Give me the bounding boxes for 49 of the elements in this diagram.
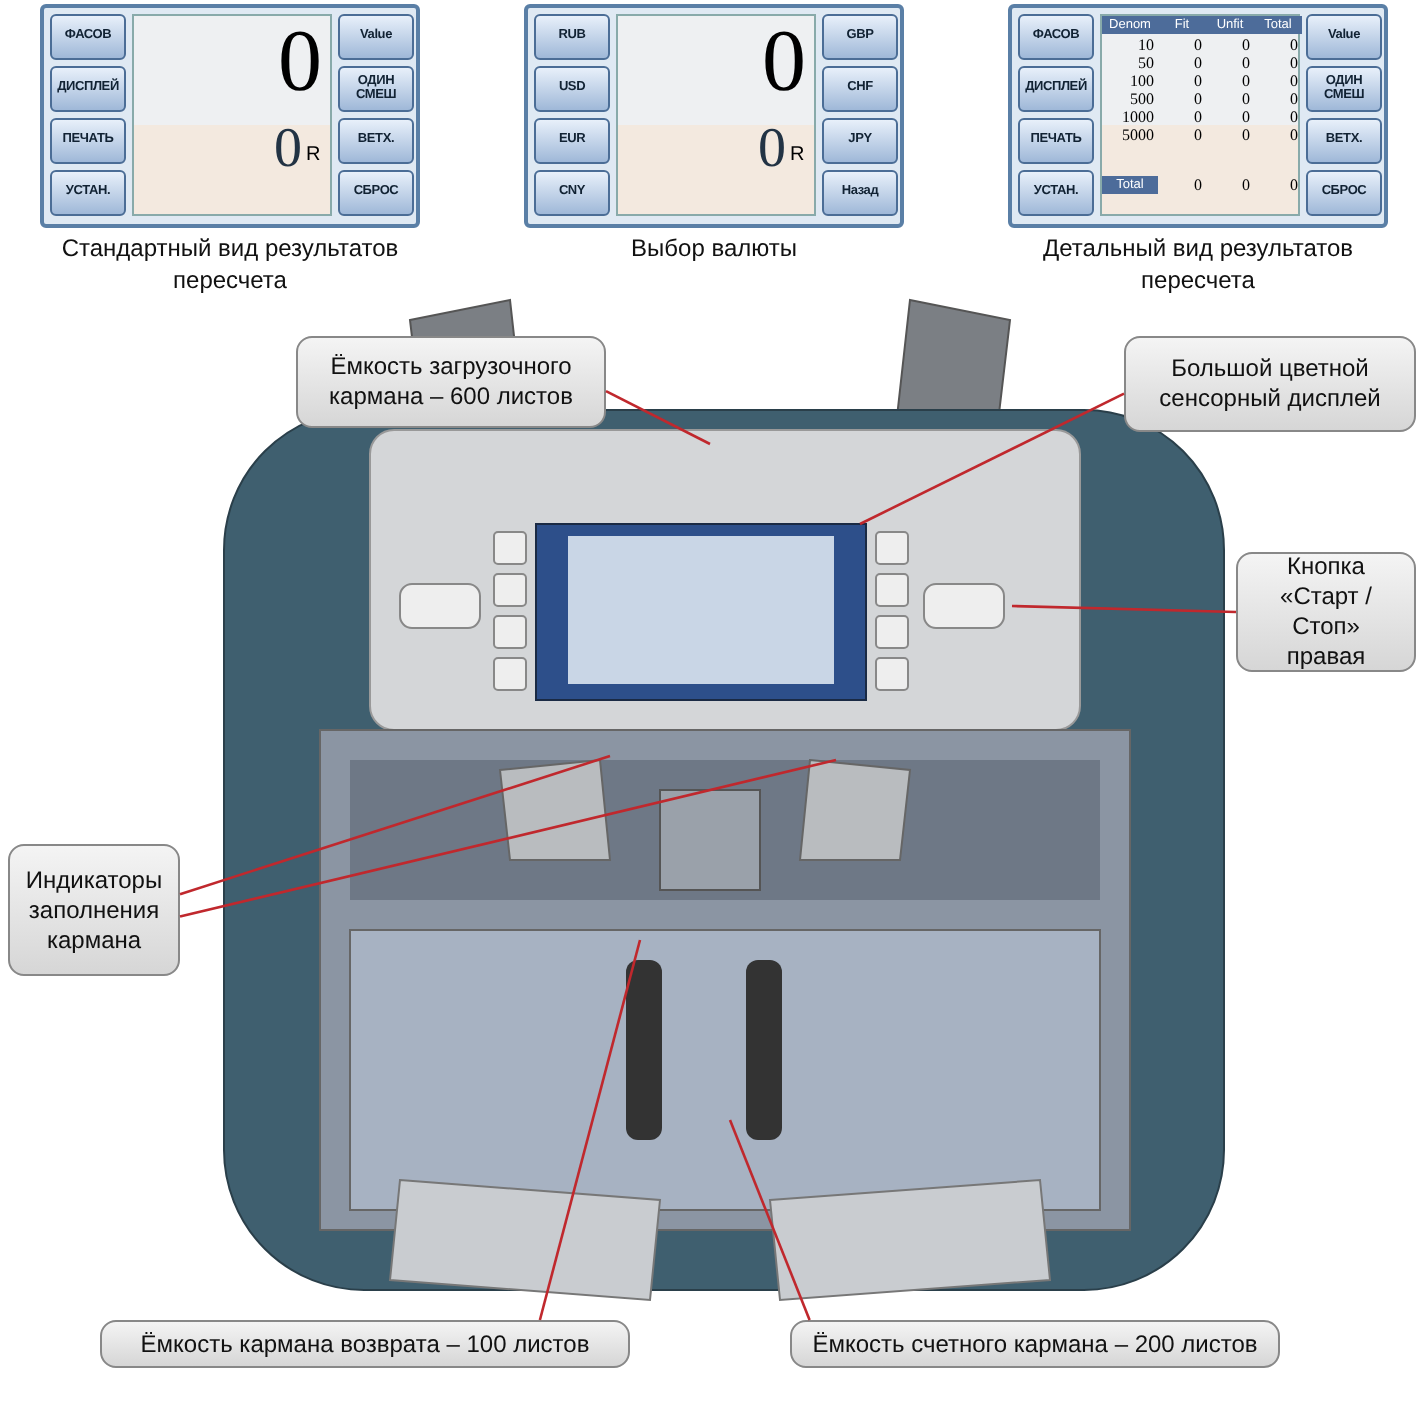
table-cell-text: 0 (1192, 72, 1204, 90)
table-cell-text: 0 (1288, 36, 1300, 54)
callout-label: Ёмкость кармана возврата – 100 листов (100, 1320, 630, 1368)
table-cell-text: 0 (1192, 90, 1204, 108)
table-cell-text: 0 (1240, 72, 1252, 90)
counter-value: 0 (756, 120, 786, 180)
table-cell-text: 1000 (1120, 108, 1156, 126)
table-cell-text: 0 (1192, 176, 1204, 194)
callout-label: Ёмкость счетного кармана – 200 листов (790, 1320, 1280, 1368)
counter-value: 0 (760, 16, 806, 108)
leader-line (859, 392, 1125, 526)
table-cell-text: 0 (1288, 176, 1300, 194)
callout-label: Ёмкость загрузочного кармана – 600 листов (296, 336, 606, 428)
table-cell-text: 50 (1136, 54, 1156, 72)
callout-label: Индикаторы заполнения кармана (8, 844, 180, 976)
table-cell-text: 0 (1288, 126, 1300, 144)
table-cell-text: 0 (1288, 90, 1300, 108)
table-cell-text: 0 (1192, 108, 1204, 126)
callout-label: Большой цветной сенсорный дисплей (1124, 336, 1416, 432)
table-cell-text: 0 (1192, 54, 1204, 72)
callout-label: Кнопка «Старт / Стоп» правая (1236, 552, 1416, 672)
table-cell-text: 0 (1240, 54, 1252, 72)
currency-symbol: R (790, 144, 807, 168)
screen-caption: Выбор валюты (629, 234, 799, 266)
screen-caption: Детальный вид результатов пересчета (1040, 234, 1356, 297)
table-cell-text: 5000 (1120, 126, 1156, 144)
table-cell-text: 0 (1288, 108, 1300, 126)
table-cell-text: 0 (1192, 126, 1204, 144)
leader-line (1011, 604, 1237, 614)
table-cell-text: 0 (1192, 36, 1204, 54)
table-cell-text: 500 (1128, 90, 1156, 108)
table-cell-text: 0 (1240, 176, 1252, 194)
table-cell-text: 0 (1240, 90, 1252, 108)
screen-caption: Стандартный вид результатов пересчета (59, 234, 401, 297)
table-cell-text: 10 (1136, 36, 1156, 54)
leader-line (538, 939, 642, 1321)
table-cell-text: 0 (1240, 36, 1252, 54)
currency-symbol: R (306, 144, 323, 168)
counter-value: 0 (272, 120, 302, 180)
leader-line (179, 754, 611, 896)
counter-value: 0 (276, 16, 322, 108)
leader-line (179, 758, 837, 918)
leader-line (605, 390, 711, 446)
table-cell-text: 100 (1128, 72, 1156, 90)
table-cell-text: 0 (1288, 72, 1300, 90)
table-cell-text: 0 (1240, 126, 1252, 144)
table-cell-text: 0 (1240, 108, 1252, 126)
table-cell-text: 0 (1288, 54, 1300, 72)
leader-line (728, 1119, 811, 1321)
